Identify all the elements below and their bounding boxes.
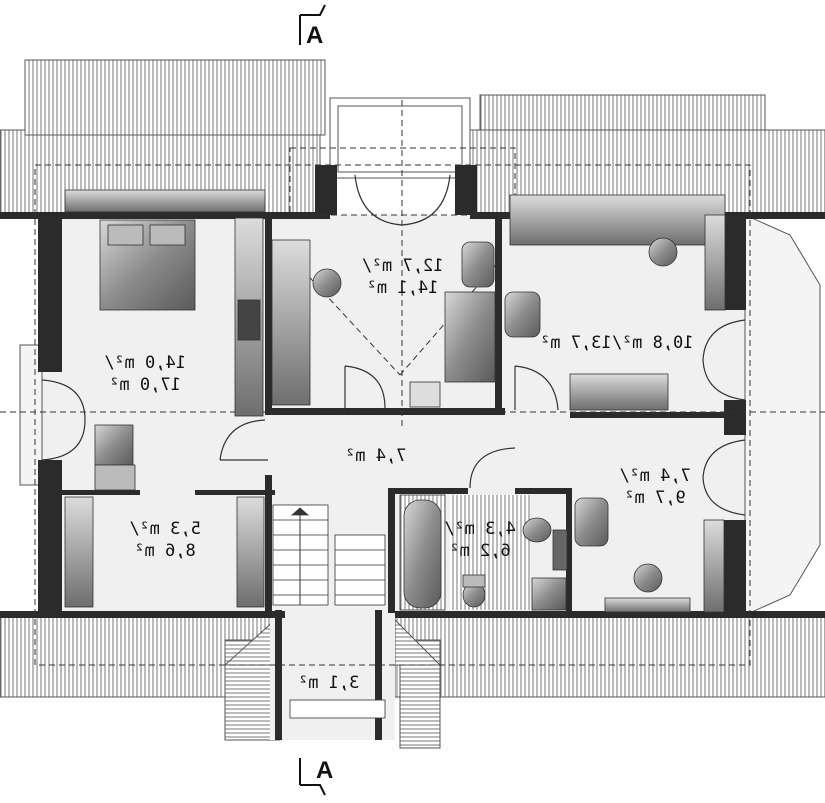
- staircase: [272, 504, 386, 719]
- section-cut-marks: [299, 4, 326, 796]
- room-label-left-lower: 5,3 m²/ 8,6 m²: [129, 519, 201, 561]
- bay-window: [744, 214, 821, 616]
- left-window-bay: [19, 344, 43, 486]
- doors: [41, 174, 746, 516]
- furniture: [64, 189, 726, 613]
- section-marker-top: A: [306, 22, 324, 49]
- room-label-right-lower: 7,4 m²/ 9,7 m²: [619, 466, 691, 508]
- room-label-top-center: 12,7 m²/ 14,1 m²: [361, 256, 444, 298]
- room-label-right-upper: 10,8 m²/13,7 m²: [540, 333, 694, 353]
- room-label-stair-landing: 3,1 m²: [298, 673, 360, 693]
- section-marker-bottom: A: [316, 757, 334, 784]
- room-label-hall: 7,4 m²: [345, 446, 407, 466]
- roof-bottom: [0, 611, 825, 749]
- dashed-lines: [0, 100, 825, 666]
- room-label-bathroom: 4,3 m²/ 6,2 m²: [444, 519, 516, 561]
- room-label-bedroom-left: 14,0 m²/ 17,0 m²: [104, 353, 186, 395]
